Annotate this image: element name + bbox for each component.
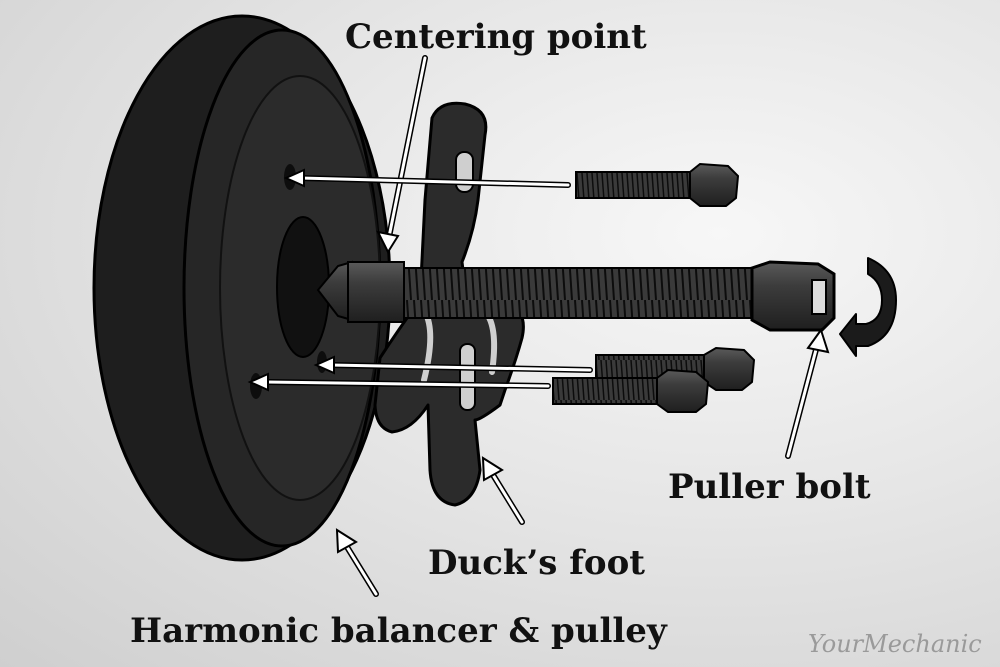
arrow-ducks-foot: [481, 456, 525, 525]
arrow-centering-point: [376, 55, 428, 255]
mounting-bolt-top: [575, 162, 740, 207]
arrow-bolt-hole-top: [283, 168, 571, 188]
rotation-arrow-icon: [839, 257, 897, 357]
label-ducks-foot: Duck’s foot: [428, 543, 645, 583]
yourmechanic-watermark: YourMechanic: [808, 630, 982, 658]
puller-bolt: [316, 260, 836, 332]
arrow-harmonic-balancer: [335, 528, 379, 597]
arrow-puller-bolt: [785, 327, 830, 459]
indicator-arrows: [247, 55, 830, 597]
arrow-bolt-hole-low: [247, 372, 551, 392]
mounting-bolt-lower-2: [552, 368, 710, 413]
arrow-bolt-hole-mid: [313, 355, 593, 375]
label-centering-point: Centering point: [345, 17, 647, 57]
label-puller-bolt: Puller bolt: [668, 467, 871, 507]
label-harmonic-balancer: Harmonic balancer & pulley: [130, 611, 667, 651]
